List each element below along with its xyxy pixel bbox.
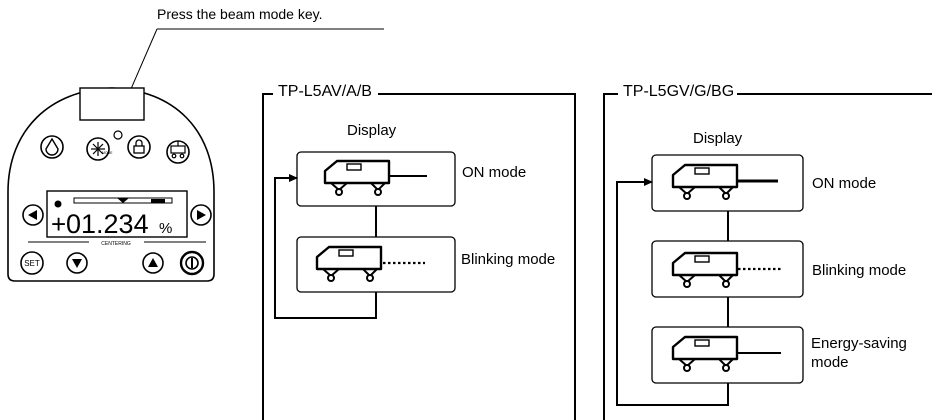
cycle-arrow-2 [616, 178, 729, 406]
panel1-on-mode-label: ON mode [462, 164, 527, 181]
display-energy-saving-mode [651, 326, 804, 384]
device-control-panel: MODE [7, 87, 215, 282]
lock-key[interactable] [127, 135, 151, 159]
up-key[interactable] [142, 252, 164, 274]
up-arrow-icon [148, 258, 158, 267]
lock-icon [133, 139, 145, 154]
centering-label: CENTERING [101, 241, 131, 247]
lcd-level-marker [117, 198, 129, 203]
remote-key[interactable] [166, 140, 190, 164]
energy-saving-line-2: mode [811, 354, 849, 371]
panel2-blinking-mode-label: Blinking mode [812, 262, 907, 279]
power-icon [185, 256, 199, 270]
cycle-arrow [274, 174, 377, 319]
lcd-sign: + [51, 209, 66, 239]
lcd-unit: % [159, 220, 172, 237]
beam-mode-icon [91, 142, 105, 156]
display-on-mode-2 [651, 154, 804, 212]
lcd-indicator-block [151, 199, 165, 203]
slope-mode-icon [45, 137, 59, 156]
down-key[interactable] [66, 252, 88, 274]
panel2-on-mode-label: ON mode [812, 175, 877, 192]
right-arrow-icon [197, 210, 206, 220]
panel2-title: TP-L5GV/G/BG [620, 83, 738, 101]
left-key[interactable] [22, 204, 44, 226]
lcd-drop-icon [54, 200, 62, 208]
indicator-led [113, 130, 123, 140]
display-blinking-mode [296, 236, 456, 293]
power-key[interactable] [179, 250, 205, 276]
down-arrow-icon [72, 259, 82, 268]
callout-label: Press the beam mode key. [157, 6, 323, 22]
remote-vehicle-icon [170, 141, 186, 159]
panel1-title: TP-L5AV/A/B [275, 83, 375, 101]
panel1-blinking-mode-label: Blinking mode [461, 251, 556, 268]
panel2-energy-saving-label: Energy-saving mode [811, 334, 907, 372]
right-key[interactable] [190, 204, 212, 226]
panel-tp-l5av [262, 93, 576, 420]
panel-tp-l5gv [603, 93, 932, 420]
panel2-display-label: Display [693, 130, 743, 147]
panel1-display-label: Display [347, 122, 397, 139]
beam-mode-key[interactable]: MODE [86, 137, 113, 161]
set-key[interactable]: SET [20, 251, 44, 275]
device-window [79, 87, 145, 121]
svg-text:SET: SET [24, 259, 40, 268]
svg-text:MODE: MODE [102, 151, 113, 155]
energy-saving-line-1: Energy-saving [811, 335, 907, 352]
slope-mode-key[interactable] [40, 135, 64, 159]
lcd-readout: 01.234 [66, 209, 149, 239]
left-arrow-icon [28, 210, 37, 220]
